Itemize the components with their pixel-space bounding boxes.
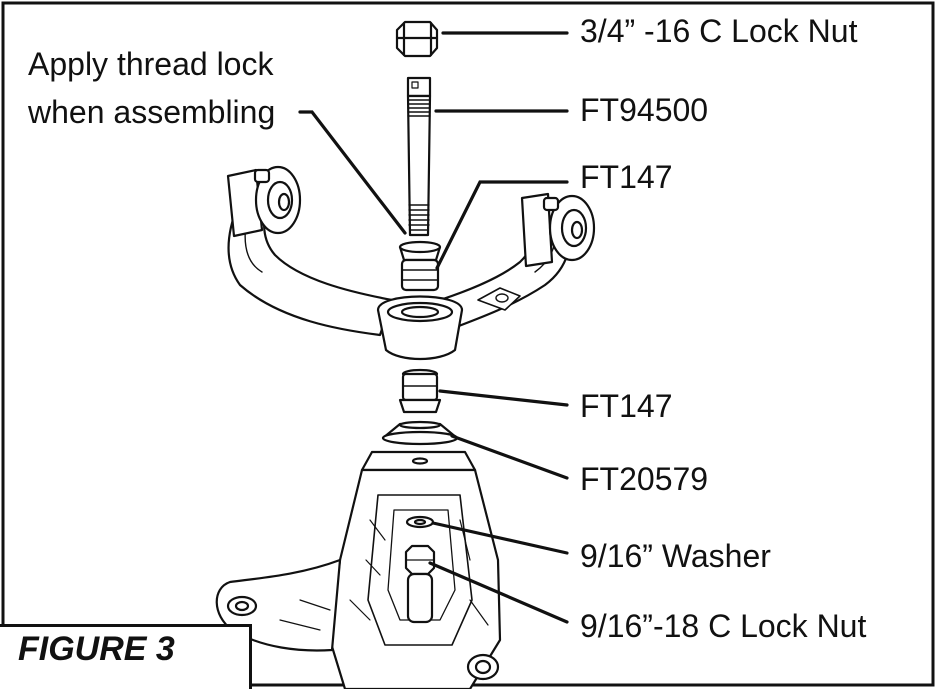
leader-seat xyxy=(450,434,569,480)
leader-washer xyxy=(431,521,569,555)
label-stud: FT94500 xyxy=(580,92,709,128)
label-bushing-top: FT147 xyxy=(580,159,673,195)
thread-lock-note-line2: when assembling xyxy=(28,94,276,130)
label-lock-nut-bottom: 9/16”-18 C Lock Nut xyxy=(580,608,867,644)
caption-box xyxy=(0,624,252,689)
lower-lock-nut xyxy=(404,544,436,624)
leader-thread-lock xyxy=(298,110,407,235)
steering-knuckle xyxy=(215,450,502,689)
thread-lock-note-line1: Apply thread lock xyxy=(28,46,274,82)
tapered-seat xyxy=(381,420,459,446)
upper-bushing xyxy=(398,240,442,292)
thread-lock-note: Apply thread lock when assembling xyxy=(28,40,275,136)
figure-caption: FIGURE 3 xyxy=(18,630,175,668)
upper-control-arm xyxy=(226,165,596,360)
leader-bushing-top xyxy=(435,180,569,270)
lower-bushing xyxy=(398,368,442,414)
leader-lock-nut-bottom xyxy=(428,561,569,624)
leader-bushing-bottom xyxy=(438,389,569,407)
label-seat: FT20579 xyxy=(580,461,709,497)
label-washer: 9/16” Washer xyxy=(580,538,771,574)
label-lock-nut-top: 3/4” -16 C Lock Nut xyxy=(580,13,858,49)
top-lock-nut xyxy=(395,20,439,58)
label-bushing-bottom: FT147 xyxy=(580,388,673,424)
stud xyxy=(406,76,432,237)
washer xyxy=(405,515,435,529)
